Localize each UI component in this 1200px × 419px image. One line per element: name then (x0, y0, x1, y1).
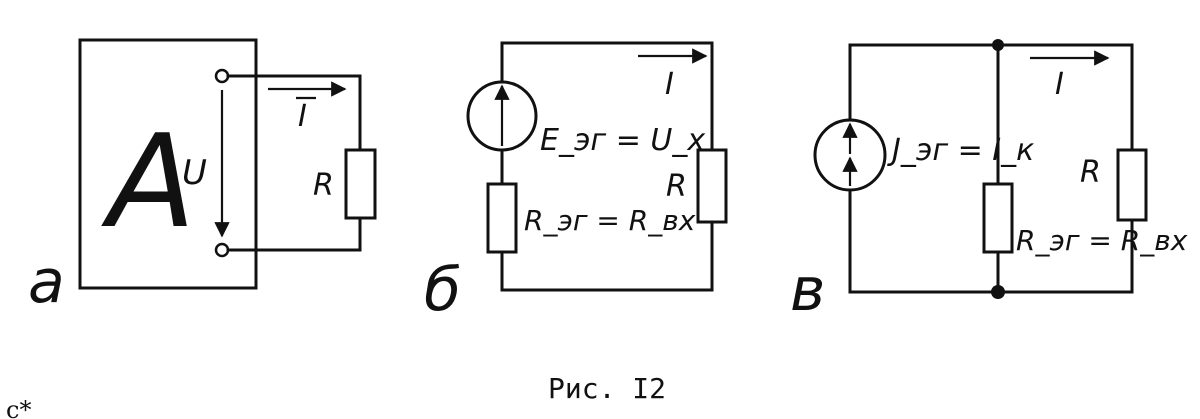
panel-letter-c: в (790, 255, 825, 325)
resistor-label-c: R (1080, 155, 1101, 190)
current-label-b: I (665, 67, 674, 102)
panel-c: J_эг = I_к R_эг = R_вх R I в (790, 39, 1188, 325)
panel-letter-b: б (424, 255, 461, 325)
figure-caption: Рис. I2 (548, 372, 666, 405)
wire-top-b (500, 41, 714, 152)
wire-bottom-a (226, 216, 362, 252)
current-source-c (813, 118, 887, 192)
load-resistor-c (1116, 148, 1148, 222)
voltage-label: U (182, 153, 207, 193)
active-two-terminal-box (78, 38, 258, 290)
panel-letter-a: a (28, 247, 65, 317)
internal-resistor-c (982, 182, 1014, 254)
terminal-bottom (214, 242, 230, 258)
source-label-b: E_эг = U_x (540, 123, 705, 158)
internal-resistor-b (486, 182, 518, 254)
panel-b: E_эг = U_x R_эг = R_вх R I б (424, 41, 728, 325)
block-label-a: A (101, 108, 196, 257)
current-label-c: I (1055, 67, 1064, 102)
current-label-a: I (298, 99, 307, 134)
node-top-c (992, 39, 1004, 51)
wire-bottom-b (500, 220, 714, 292)
load-resistor-a (344, 148, 377, 220)
panel-a: A U R I a (28, 38, 377, 317)
internal-resistor-label-b: R_эг = R_вх (524, 204, 696, 237)
resistor-label-b: R (666, 169, 687, 204)
node-bottom-c (991, 285, 1005, 299)
wire-top-c (848, 43, 1134, 152)
terminal-top (214, 68, 230, 84)
internal-resistor-label-c: R_эг = R_вх (1016, 224, 1188, 257)
wire-top-a (226, 74, 362, 152)
resistor-label-a: R (313, 168, 334, 203)
source-label-c: J_эг = I_к (887, 133, 1034, 168)
load-resistor-b (696, 148, 728, 224)
corner-mark: с* (6, 396, 31, 419)
